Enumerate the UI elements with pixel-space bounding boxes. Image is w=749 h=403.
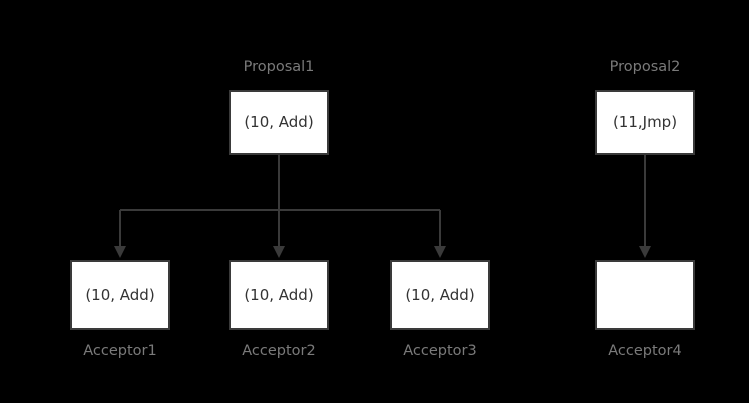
acceptor-caption-acceptor3: Acceptor3 (403, 343, 477, 359)
proposal-value-proposal1: (10, Add) (244, 113, 314, 131)
proposal-caption-proposal1: Proposal1 (243, 59, 315, 75)
acceptor-caption-acceptor2: Acceptor2 (242, 343, 316, 359)
edge-proposal1-acceptor2-arrowhead (273, 246, 285, 258)
acceptor-box-acceptor3[interactable]: (10, Add) (390, 260, 490, 330)
acceptor-box-acceptor2[interactable]: (10, Add) (229, 260, 329, 330)
proposal-box-proposal1[interactable]: (10, Add) (229, 90, 329, 155)
edge-proposal1-acceptor3-arrowhead (434, 246, 446, 258)
acceptor-box-acceptor1[interactable]: (10, Add) (70, 260, 170, 330)
proposal-caption-proposal2: Proposal2 (609, 59, 681, 75)
edge-proposal1-acceptor1-arrowhead (114, 246, 126, 258)
acceptor-caption-acceptor1: Acceptor1 (83, 343, 157, 359)
edge-proposal2-acceptor4-arrowhead (639, 246, 651, 258)
acceptor-caption-acceptor4: Acceptor4 (608, 343, 682, 359)
acceptor-box-acceptor4[interactable] (595, 260, 695, 330)
proposal-value-proposal2: (11,Jmp) (612, 113, 678, 131)
acceptor-value-acceptor2: (10, Add) (244, 285, 314, 304)
acceptor-value-acceptor1: (10, Add) (85, 285, 155, 304)
proposal-box-proposal2[interactable]: (11,Jmp) (595, 90, 695, 155)
acceptor-value-acceptor3: (10, Add) (405, 285, 475, 304)
